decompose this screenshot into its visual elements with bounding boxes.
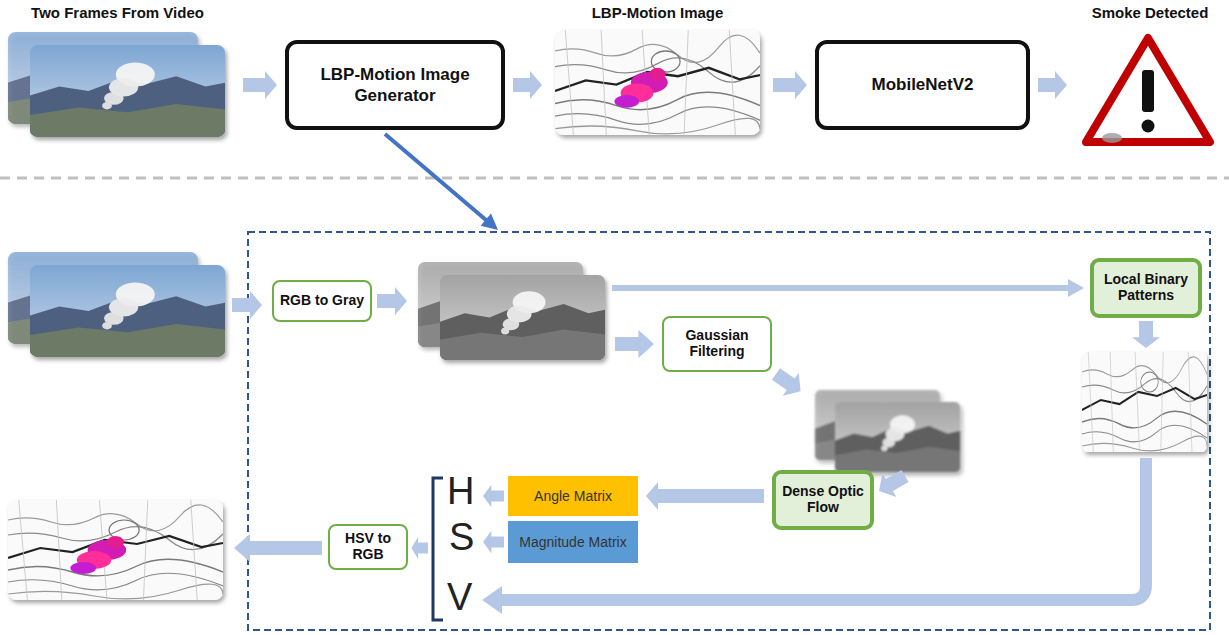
node-text: Dense Optic Flow bbox=[782, 484, 864, 515]
flow-arrow bbox=[513, 71, 542, 99]
channel-letter: V bbox=[447, 578, 472, 616]
video-frames-image bbox=[8, 32, 225, 137]
node-text: Gaussian Filtering bbox=[670, 328, 764, 359]
flow-arrows-part bbox=[483, 531, 504, 553]
lbp-motion-image-part bbox=[555, 30, 760, 135]
hsv-bracket-part bbox=[433, 478, 443, 620]
lbp-motion-image bbox=[555, 30, 760, 135]
generator-detail-box bbox=[248, 232, 1210, 630]
node-text: Two Frames From Video bbox=[31, 4, 204, 21]
process-box: LBP-Motion Image Generator bbox=[285, 40, 505, 130]
flow-arrow bbox=[243, 71, 277, 99]
flow-arrow bbox=[646, 482, 764, 510]
separator-line bbox=[0, 178, 1229, 179]
node-text: LBP-Motion Image Generator bbox=[295, 64, 495, 107]
flow-arrows-part bbox=[482, 586, 502, 614]
flow-arrows-part bbox=[872, 464, 912, 503]
flow-arrow bbox=[1038, 71, 1067, 99]
flow-arrows-part bbox=[483, 485, 504, 507]
video-frames-image-part bbox=[30, 45, 225, 137]
image-caption-node: Smoke Detected bbox=[1075, 2, 1225, 142]
flow-arrows-part bbox=[234, 534, 322, 562]
gray-frames-image-part bbox=[440, 275, 605, 360]
input-frames-image bbox=[8, 252, 225, 357]
output-image-part bbox=[8, 500, 223, 600]
node-text: HSV to RGB bbox=[336, 531, 400, 562]
node-text: Angle Matrix bbox=[534, 489, 612, 504]
image-caption-node: LBP-Motion Image bbox=[550, 2, 765, 137]
warning-sign bbox=[1086, 38, 1210, 143]
flow-arrows-part bbox=[377, 287, 407, 315]
lbp-image bbox=[1082, 352, 1207, 452]
matrix-box: Magnitude Matrix bbox=[508, 521, 638, 563]
matrix-box: Angle Matrix bbox=[508, 476, 638, 516]
flow-arrows-part bbox=[768, 363, 809, 403]
node-text: LBP-Motion Image bbox=[592, 4, 724, 21]
flow-arrows-part bbox=[232, 291, 262, 319]
flow-arrows-part bbox=[615, 330, 654, 358]
process-box: Local Binary Patterns bbox=[1090, 258, 1202, 318]
filtered-frames-image-part bbox=[835, 402, 960, 472]
flow-arrows-part bbox=[500, 458, 1146, 600]
node-text: RGB to Gray bbox=[280, 293, 364, 309]
channel-letter: H bbox=[447, 472, 474, 510]
node-text: Local Binary Patterns bbox=[1100, 272, 1192, 303]
input-frames-image-part bbox=[30, 265, 225, 357]
flow-arrows-part bbox=[412, 537, 429, 559]
channel-letter: S bbox=[449, 518, 474, 556]
node-text: Magnitude Matrix bbox=[519, 535, 626, 550]
flow-arrows-part bbox=[612, 279, 1084, 297]
generator-detail-box-part bbox=[248, 232, 1210, 630]
node-text: Smoke Detected bbox=[1092, 4, 1209, 21]
hsv-bracket bbox=[433, 478, 443, 620]
expand-arrow-part bbox=[481, 214, 498, 230]
expand-arrow bbox=[385, 134, 498, 230]
expand-arrow-part bbox=[385, 134, 486, 220]
output-image-part bbox=[70, 536, 126, 574]
flow-arrows-part bbox=[1132, 321, 1160, 348]
process-box: Gaussian Filtering bbox=[662, 316, 772, 372]
gray-frames-image bbox=[418, 262, 605, 360]
output-image bbox=[8, 500, 223, 600]
flow-arrow bbox=[773, 71, 807, 99]
process-box: MobileNetV2 bbox=[815, 40, 1030, 130]
separator-line-part bbox=[0, 177, 1229, 180]
lbp-motion-image-part bbox=[614, 68, 667, 108]
warning-sign-part bbox=[1142, 120, 1155, 133]
warning-sign-part bbox=[1102, 133, 1122, 143]
process-box: RGB to Gray bbox=[272, 280, 372, 322]
process-box: HSV to RGB bbox=[328, 524, 408, 570]
lbp-image-part bbox=[1082, 352, 1207, 452]
warning-sign-part bbox=[1086, 38, 1210, 142]
process-box: Dense Optic Flow bbox=[772, 470, 874, 530]
filtered-frames-image bbox=[815, 390, 960, 472]
warning-sign-part bbox=[1142, 70, 1154, 112]
image-caption-node: Two Frames From Video bbox=[0, 2, 235, 137]
node-text: MobileNetV2 bbox=[871, 74, 973, 95]
flow-arrows bbox=[232, 279, 1160, 614]
